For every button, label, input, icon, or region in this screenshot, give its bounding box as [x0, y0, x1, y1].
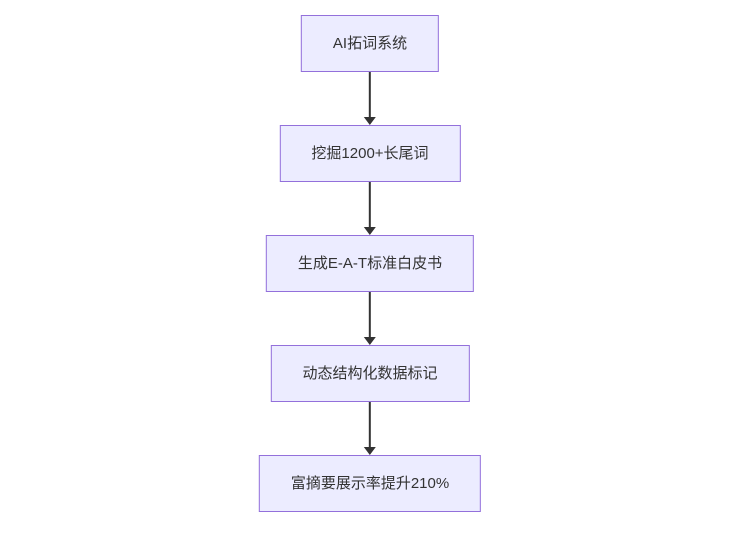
flow-node-label: AI拓词系统 [332, 35, 408, 52]
flow-node-structured-data-markup: 动态结构化数据标记 [270, 345, 470, 402]
arrowhead-icon [364, 337, 376, 345]
down-arrow-icon [364, 182, 376, 235]
flow-node-rich-snippet-uplift: 富摘要展示率提升210% [258, 455, 482, 512]
flow-node-eat-whitepaper: 生成E-A-T标准白皮书 [265, 235, 475, 292]
arrow-shaft [369, 402, 371, 447]
flow-node-ai-keyword-system: AI拓词系统 [300, 15, 440, 72]
flow-node-label: 富摘要展示率提升210% [290, 475, 450, 492]
flow-node-longtail-mining: 挖掘1200+长尾词 [279, 125, 461, 182]
arrow-shaft [369, 72, 371, 117]
flow-node-label: 挖掘1200+长尾词 [311, 145, 429, 162]
flow-node-label: 生成E-A-T标准白皮书 [297, 255, 443, 272]
arrowhead-icon [364, 117, 376, 125]
flowchart: AI拓词系统 挖掘1200+长尾词 生成E-A-T标准白皮书 动态结构化数据标记 [258, 15, 482, 512]
down-arrow-icon [364, 292, 376, 345]
arrow-shaft [369, 292, 371, 337]
arrowhead-icon [364, 227, 376, 235]
arrowhead-icon [364, 447, 376, 455]
arrow-shaft [369, 182, 371, 227]
flow-node-label: 动态结构化数据标记 [302, 365, 438, 382]
down-arrow-icon [364, 402, 376, 455]
down-arrow-icon [364, 72, 376, 125]
